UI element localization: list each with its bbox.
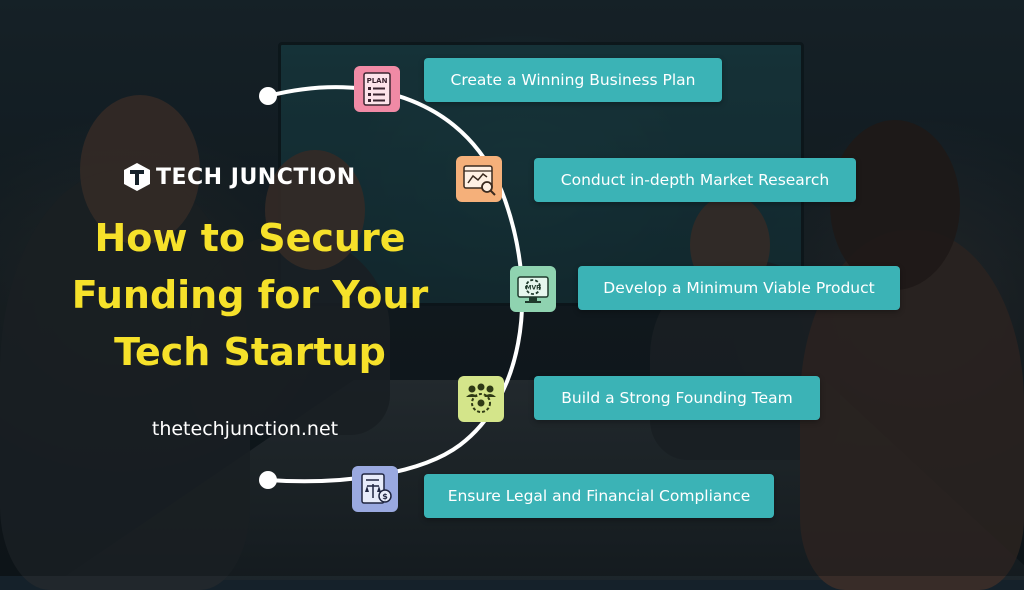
timeline-end-dot — [259, 471, 277, 489]
person-head-right-woman — [830, 120, 960, 290]
website-url[interactable]: thetechjunction.net — [151, 418, 339, 440]
step-5-label: Ensure Legal and Financial Compliance — [424, 474, 774, 518]
step-2-label: Conduct in-depth Market Research — [534, 158, 856, 202]
title-line-2: Funding for Your — [71, 273, 429, 317]
timeline-start-dot — [259, 87, 277, 105]
svg-text:$: $ — [382, 492, 388, 501]
page-title: How to Secure Funding for Your Tech Star… — [40, 210, 460, 381]
title-line-3: Tech Startup — [114, 330, 386, 374]
step-3-label: Develop a Minimum Viable Product — [578, 266, 900, 310]
step-4-label: Build a Strong Founding Team — [534, 376, 820, 420]
brand-logo-block: TECH JUNCTION — [122, 162, 356, 192]
mvp-gear-monitor-icon: MVP — [510, 266, 556, 312]
legal-finance-document-icon: $ — [352, 466, 398, 512]
person-silhouette-center — [190, 235, 390, 435]
market-chart-magnifier-icon — [456, 156, 502, 202]
brand-name: TECH JUNCTION — [156, 164, 356, 190]
tech-junction-logo-icon — [124, 163, 150, 191]
team-gear-icon — [458, 376, 504, 422]
svg-text:MVP: MVP — [525, 285, 541, 292]
plan-document-icon: PLAN — [354, 66, 400, 112]
step-1-label: Create a Winning Business Plan — [424, 58, 722, 102]
svg-text:PLAN: PLAN — [367, 77, 388, 85]
person-head-center — [265, 150, 365, 270]
title-line-1: How to Secure — [94, 216, 406, 260]
